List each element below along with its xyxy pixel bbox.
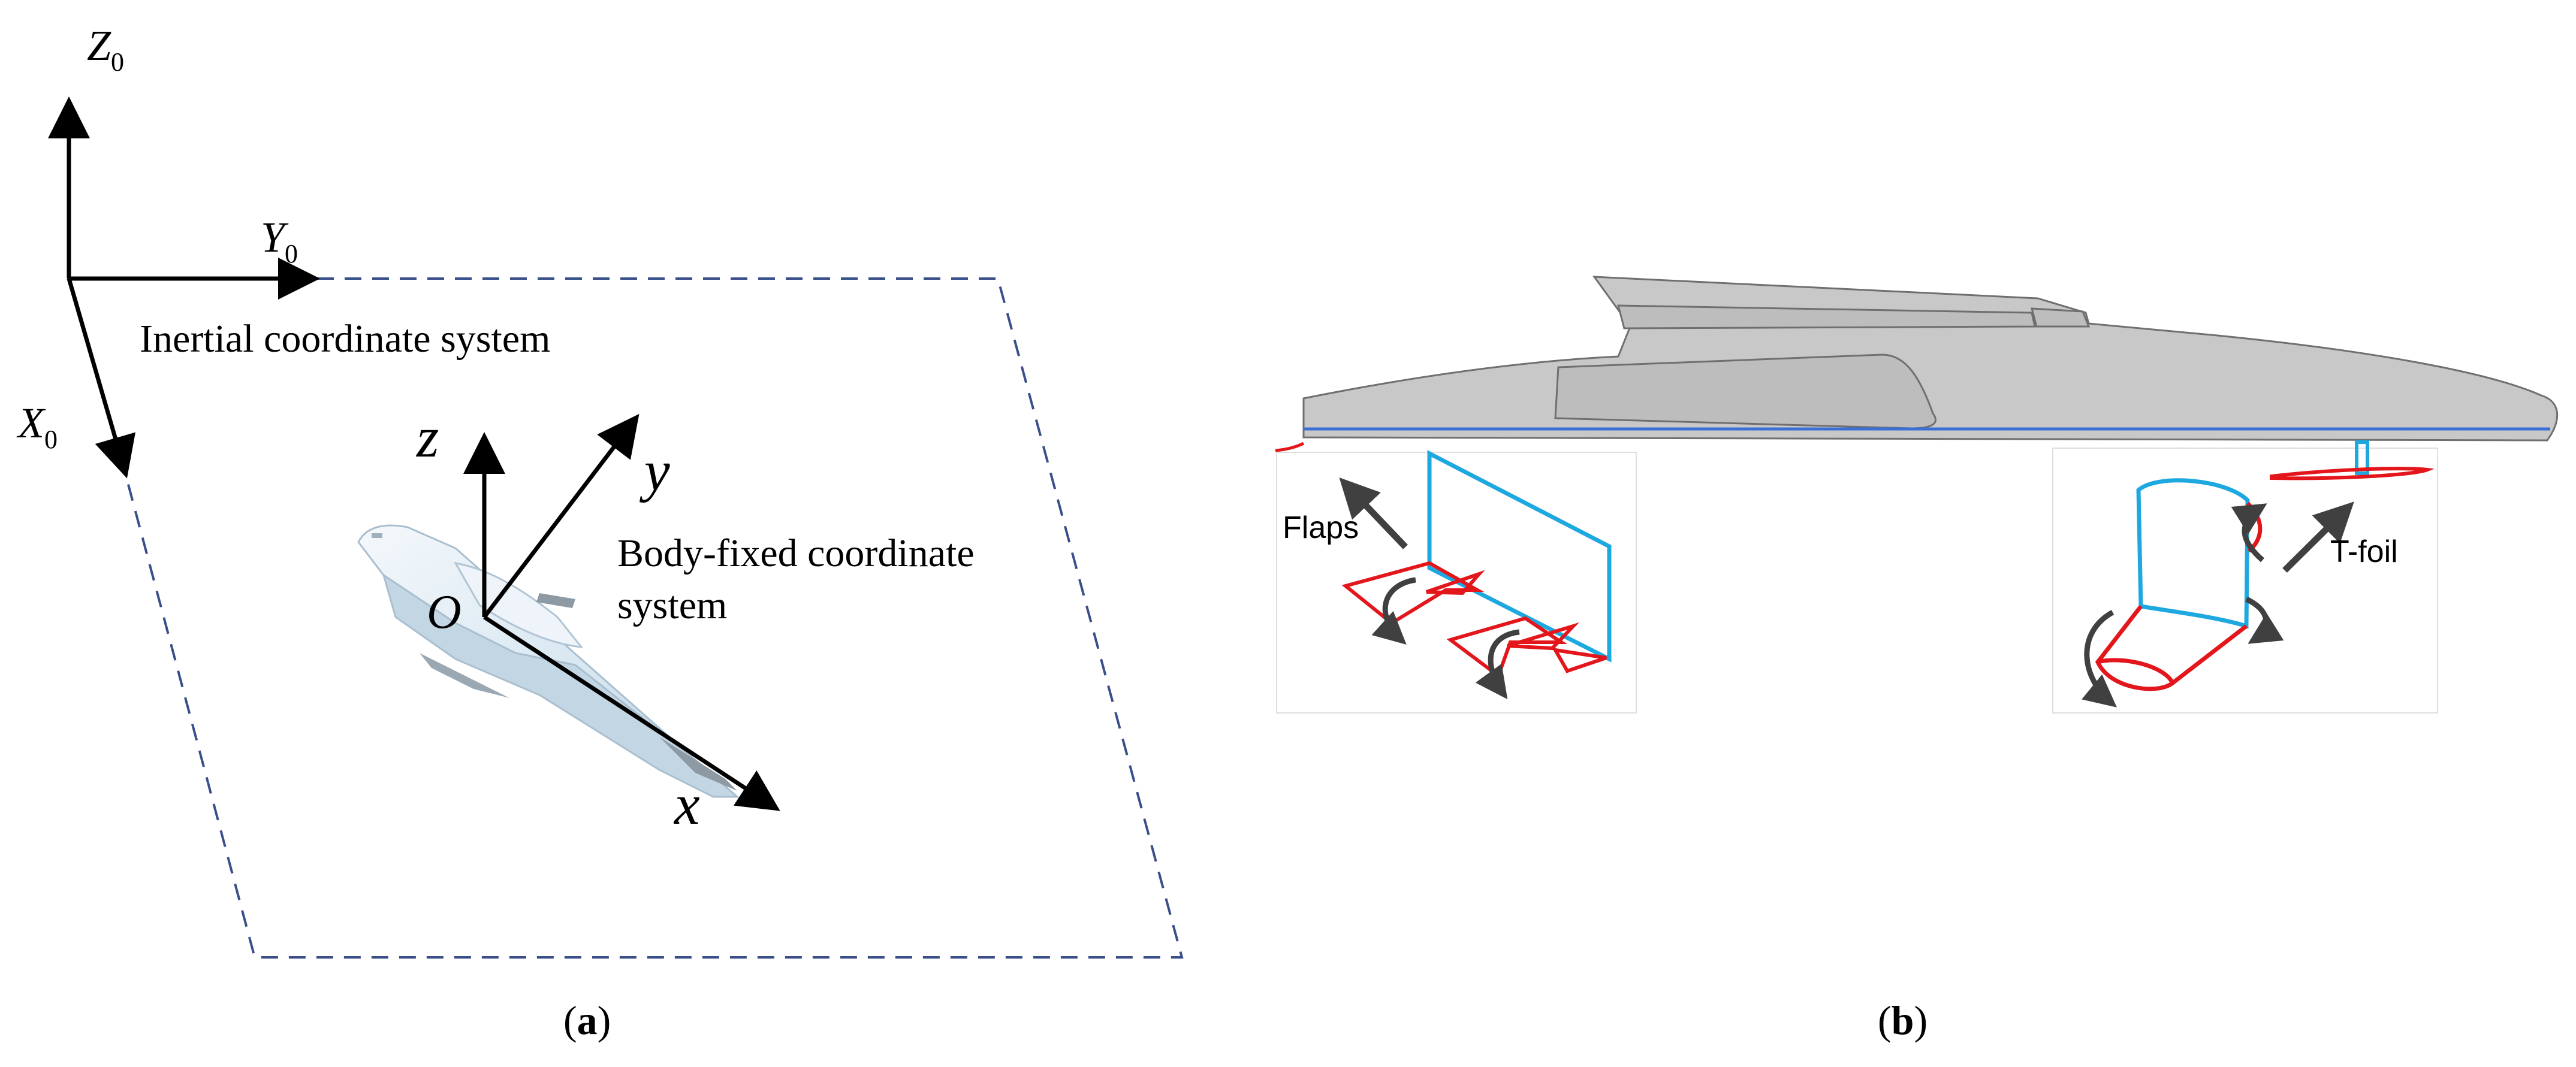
label-x0: X0 xyxy=(16,399,58,454)
axis-x0 xyxy=(67,278,135,479)
flaps-detail: Flaps xyxy=(1276,450,1637,714)
tfoil-label: T-foil xyxy=(2330,534,2398,569)
hull-profile xyxy=(1275,276,2559,452)
label-x: x xyxy=(673,772,700,836)
label-y0: Y0 xyxy=(261,213,298,268)
caption-a: (a) xyxy=(563,998,611,1043)
inertial-system-label: Inertial coordinate system xyxy=(140,317,550,361)
panel-a: Z0 Y0 X0 Inertial coordinate system z y … xyxy=(16,22,1184,1043)
panel-b: Flaps T-foil (b) xyxy=(1275,276,2559,1043)
body-system-label-line1: Body-fixed coordinate xyxy=(617,531,975,575)
caption-b: (b) xyxy=(1878,998,1928,1043)
label-z: z xyxy=(415,405,439,469)
label-origin: O xyxy=(427,586,461,639)
tfoil-detail: T-foil xyxy=(2052,440,2438,714)
axis-x xyxy=(483,615,780,811)
body-system-label-line2: system xyxy=(617,584,727,627)
flaps-label: Flaps xyxy=(1283,510,1359,545)
boat-model xyxy=(357,524,740,798)
label-y: y xyxy=(639,439,670,503)
axis-y xyxy=(482,413,640,619)
label-z0: Z0 xyxy=(87,22,124,77)
